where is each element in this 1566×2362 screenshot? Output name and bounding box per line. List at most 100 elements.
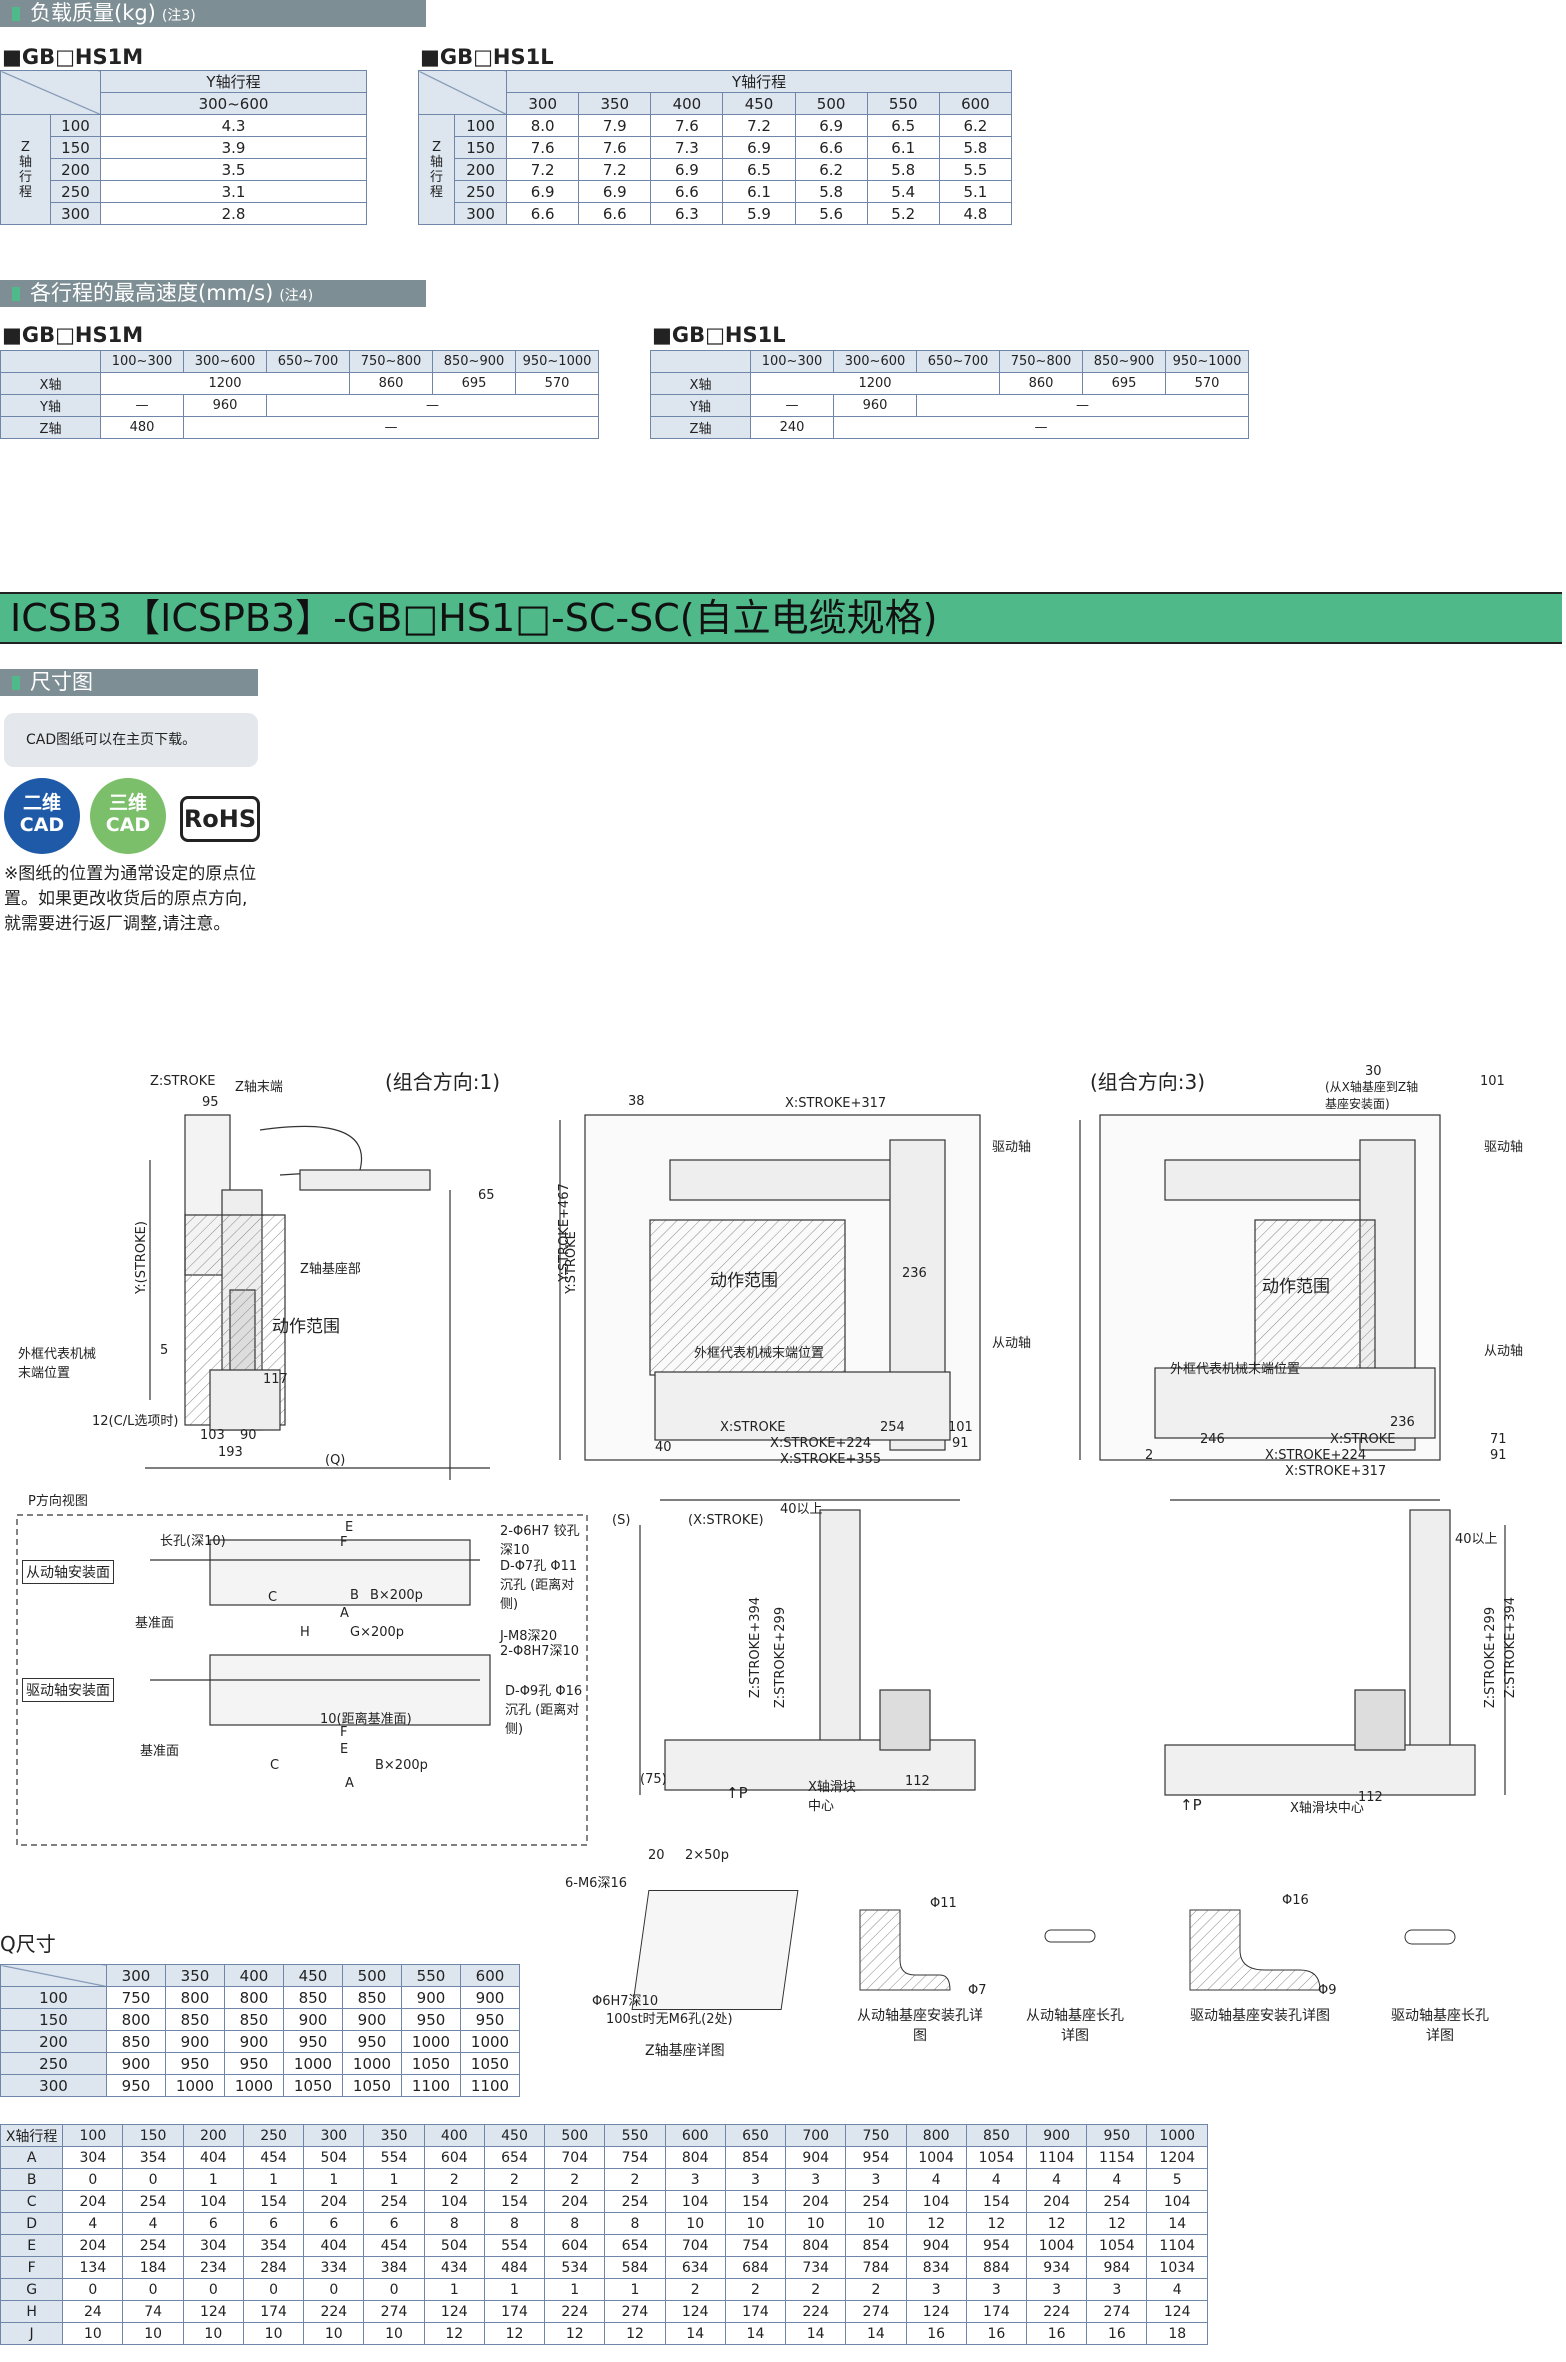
section-note: (注3) xyxy=(161,8,196,24)
table-cell: 834 xyxy=(905,2256,967,2279)
table-cell: 204 xyxy=(62,2190,124,2213)
row-group-label: Z轴行程 xyxy=(417,114,456,225)
table-cell: 1054 xyxy=(965,2146,1028,2169)
table-cell: 12 xyxy=(423,2322,485,2345)
table-cell: 104 xyxy=(182,2190,244,2213)
dim-label: 100st时无M6孔(2处) xyxy=(606,2012,733,2027)
table-cell: 254 xyxy=(845,2190,907,2213)
table-cell: 384 xyxy=(363,2256,425,2279)
table-cell: 1104 xyxy=(1146,2234,1208,2257)
table-cell: 16 xyxy=(1025,2322,1088,2345)
table-cell: 1 xyxy=(182,2168,244,2191)
table-cell: 654 xyxy=(604,2234,666,2257)
table-cell: 2 xyxy=(724,2278,787,2301)
corner-cell xyxy=(0,1964,107,1987)
table-cell: 6.2 xyxy=(794,158,868,181)
dim-label: X:STROKE+224 xyxy=(1265,1448,1367,1463)
dim-label: 103 xyxy=(200,1428,225,1443)
header-cell: 100~300 xyxy=(100,350,184,373)
table-cell: 0 xyxy=(122,2168,184,2191)
table-cell: 950 xyxy=(401,2008,461,2031)
cad-download-note[interactable]: CAD图纸可以在主页下载。 xyxy=(4,713,258,767)
table-cell: 174 xyxy=(483,2300,546,2323)
dim-label: 71 xyxy=(1490,1432,1507,1447)
table-cell: 10 xyxy=(182,2322,244,2345)
table-cell: 3 xyxy=(664,2168,726,2191)
dim-label: A xyxy=(345,1776,354,1791)
table-cell: 800 xyxy=(224,1986,284,2009)
corner-cell xyxy=(417,70,508,115)
table-cell: 934 xyxy=(1025,2256,1088,2279)
dim-label: 动作范围 xyxy=(272,1317,340,1337)
corner-cell xyxy=(0,70,101,115)
table-cell: 900 xyxy=(401,1986,461,2009)
header-cell: 400 xyxy=(650,92,724,115)
dim-label: C xyxy=(270,1758,280,1773)
table-cell: 3 xyxy=(1086,2278,1148,2301)
table-cell: 695 xyxy=(432,372,516,395)
table-cell: 3 xyxy=(845,2168,907,2191)
row-header: Z轴 xyxy=(650,416,751,439)
dim-label: B xyxy=(350,1588,359,1603)
table-cell: 5.4 xyxy=(866,180,940,203)
header-cell: 750~800 xyxy=(999,350,1083,373)
row-header: 200 xyxy=(454,158,508,181)
header-cell: 750~800 xyxy=(349,350,433,373)
table-cell: — xyxy=(833,416,1249,439)
table-cell: 6.6 xyxy=(506,202,580,225)
dim-label: X:STROKE xyxy=(1330,1432,1396,1447)
dim-label: 从动轴 xyxy=(1484,1344,1524,1359)
table-cell: 204 xyxy=(544,2190,606,2213)
table-cell: 1034 xyxy=(1146,2256,1208,2279)
table-cell: 154 xyxy=(483,2190,546,2213)
dim-label: 112 xyxy=(905,1774,930,1789)
table-cell: 3 xyxy=(724,2168,787,2191)
table-cell: 6.9 xyxy=(506,180,580,203)
table-cell: 4 xyxy=(62,2212,124,2235)
table-cell: 8 xyxy=(544,2212,606,2235)
table-cell: 6.2 xyxy=(938,114,1013,137)
table-cell: 960 xyxy=(833,394,917,417)
dim-label: X:STROKE+317 xyxy=(1285,1464,1387,1479)
header-cell: 950~1000 xyxy=(515,350,599,373)
table-cell: 6.9 xyxy=(794,114,868,137)
table-cell: 734 xyxy=(785,2256,847,2279)
table-cell: 12 xyxy=(544,2322,606,2345)
section-dimensions: 尺寸图 xyxy=(0,669,258,696)
table-cell: 6.6 xyxy=(794,136,868,159)
table-cell: 4 xyxy=(1086,2168,1148,2191)
header-cell: 350 xyxy=(363,2124,425,2147)
table-cell: 8 xyxy=(423,2212,485,2235)
dim-label: 193 xyxy=(218,1445,243,1460)
drive-long-hole xyxy=(1404,1929,1456,1945)
table-cell: 6.9 xyxy=(578,180,652,203)
table-cell: 860 xyxy=(349,372,433,395)
table-cell: 904 xyxy=(785,2146,847,2169)
dim-label: 236 xyxy=(902,1266,927,1281)
dim-label: G×200p xyxy=(350,1625,405,1640)
table-cell: 7.6 xyxy=(578,136,652,159)
table-cell: 124 xyxy=(905,2300,967,2323)
dim-label: H xyxy=(300,1625,310,1640)
table-cell: 984 xyxy=(1086,2256,1148,2279)
table-cell: 1 xyxy=(423,2278,485,2301)
header-cell: 500 xyxy=(544,2124,606,2147)
header-cell: 300 xyxy=(506,92,580,115)
table-cell: 0 xyxy=(62,2168,124,2191)
dim-label: X:STROKE xyxy=(720,1420,786,1435)
table-cell: 804 xyxy=(664,2146,726,2169)
header-cell: 500 xyxy=(342,1964,402,1987)
header-cell: 800 xyxy=(905,2124,967,2147)
table-cell: 12 xyxy=(1025,2212,1088,2235)
table-cell: 1 xyxy=(303,2168,365,2191)
table-cell: 10 xyxy=(62,2322,124,2345)
